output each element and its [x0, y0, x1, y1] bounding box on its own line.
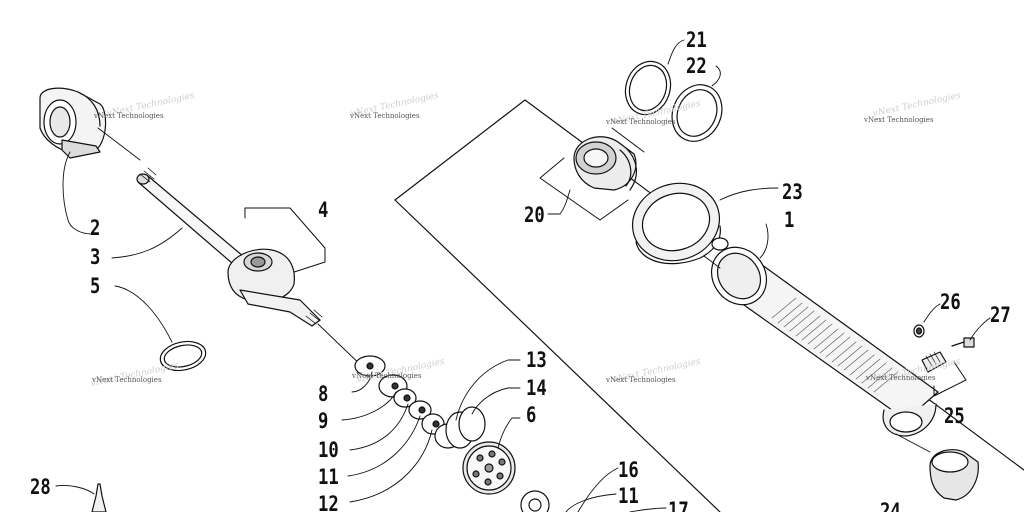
callout-24: 24: [880, 499, 901, 512]
watermark: vNext Technologies: [606, 118, 676, 126]
part-piston-body: [227, 207, 326, 327]
part-shock-body: [703, 223, 939, 437]
callout-23: 23: [782, 180, 803, 204]
part-seal-rings: [624, 39, 723, 142]
lower-washers: [520, 467, 667, 512]
part-bushing: [895, 433, 979, 501]
watermark: vNext Technologies: [350, 112, 420, 120]
part-fitting-tip: [55, 483, 107, 512]
callout-11-lower: 11: [618, 484, 639, 508]
watermark: vNext Technologies: [352, 372, 422, 380]
callout-16: 16: [618, 458, 639, 482]
part-piston-valve: [462, 417, 521, 495]
part-valve-fittings: [913, 303, 991, 397]
callout-14: 14: [526, 376, 547, 400]
callout-26: 26: [940, 290, 961, 314]
callout-21: 21: [686, 28, 707, 52]
callout-3: 3: [90, 245, 101, 269]
part-bearing-cap: [539, 127, 645, 221]
watermark: vNext Technologies: [92, 376, 162, 384]
watermark: vNext Technologies: [94, 112, 164, 120]
callout-28: 28: [30, 475, 51, 499]
callout-22: 22: [686, 54, 707, 78]
callout-9: 9: [318, 409, 329, 433]
callout-11: 11: [318, 465, 339, 489]
part-spring-collar: [631, 182, 779, 265]
part-shaft: [136, 167, 251, 271]
callout-17: 17: [668, 498, 689, 512]
callout-4: 4: [318, 198, 329, 222]
callout-13: 13: [526, 348, 547, 372]
watermark: vNext Technologies: [864, 116, 934, 124]
callout-1: 1: [784, 208, 795, 232]
callout-2: 2: [90, 216, 101, 240]
callout-5: 5: [90, 274, 101, 298]
callout-8: 8: [318, 382, 329, 406]
callout-25: 25: [944, 404, 965, 428]
callout-10: 10: [318, 438, 339, 462]
watermark: vNext Technologies: [866, 374, 936, 382]
part-o-ring: [159, 340, 207, 372]
callout-27: 27: [990, 303, 1011, 327]
callout-12: 12: [318, 492, 339, 512]
callout-20: 20: [524, 203, 545, 227]
callout-6: 6: [526, 403, 537, 427]
watermark: vNext Technologies: [606, 376, 676, 384]
part-eye-mount: [39, 87, 107, 159]
washer-stack: [354, 355, 486, 449]
